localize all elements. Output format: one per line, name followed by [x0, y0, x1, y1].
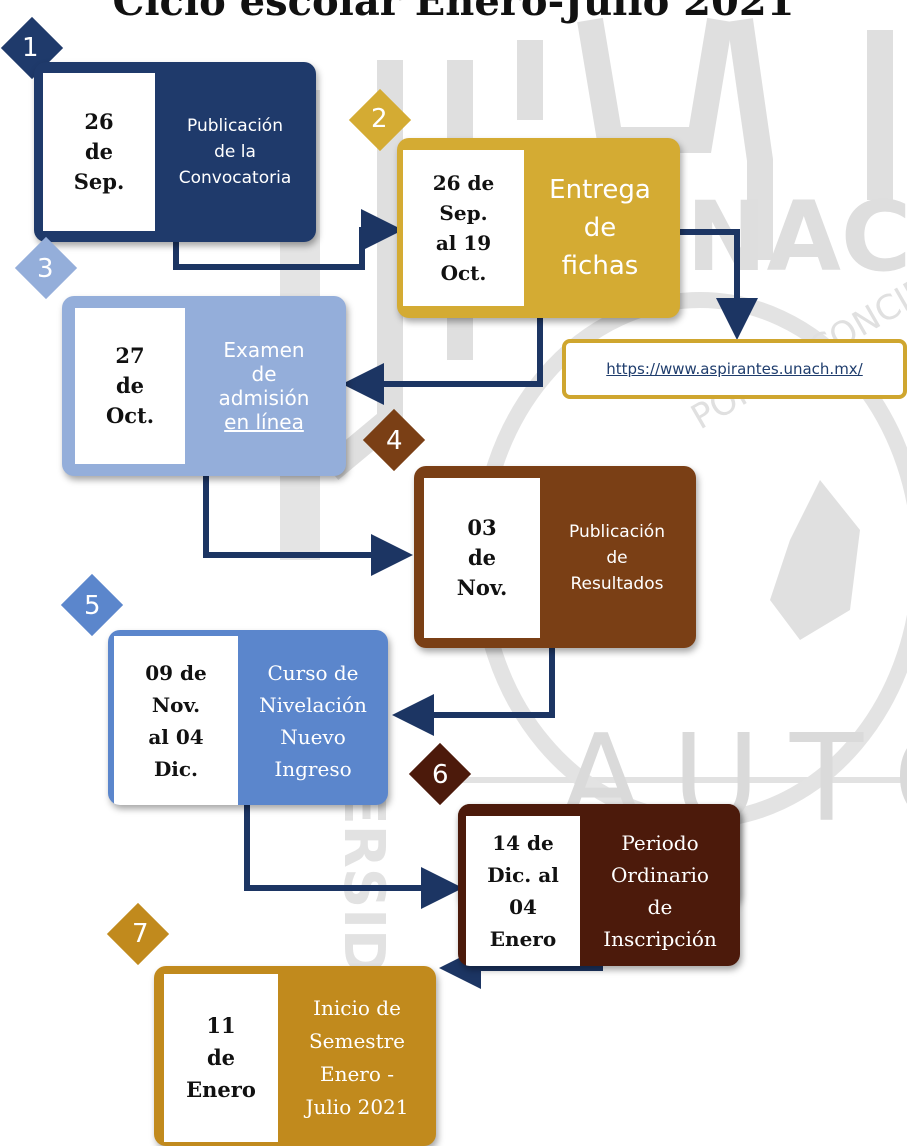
connector-4-5	[410, 648, 552, 715]
step-4-date: 03 de Nov.	[424, 478, 540, 638]
step-6-date: 14 de Dic. al 04 Enero	[466, 816, 580, 966]
step-2-number: 2	[371, 106, 388, 132]
step-5-label: Curso de Nivelación Nuevo Ingreso	[240, 636, 386, 805]
step-2-label: Entrega de fichas	[525, 150, 675, 306]
step-6-number: 6	[432, 762, 449, 788]
step-5-date: 09 de Nov. al 04 Dic.	[114, 636, 238, 805]
step-3-label-line: Examen	[223, 338, 304, 362]
step-2-date: 26 de Sep. al 19 Oct.	[403, 150, 524, 306]
step-4-card: 03 de Nov. Publicación de Resultados	[414, 466, 696, 648]
step-7-card: 11 de Enero Inicio de Semestre Enero - J…	[154, 966, 436, 1146]
connector-2-link	[680, 232, 737, 322]
step-2-card: 26 de Sep. al 19 Oct. Entrega de fichas	[397, 138, 680, 318]
step-1-card: 26 de Sep. Publicación de la Convocatori…	[34, 62, 316, 242]
step-5-number: 5	[84, 593, 101, 619]
step-1-label: Publicación de la Convocatoria	[158, 73, 312, 231]
connector-5-6	[247, 805, 445, 888]
step-3-label-line: de	[252, 362, 277, 386]
step-3-number: 3	[37, 256, 54, 282]
step-7-label: Inicio de Semestre Enero - Julio 2021	[282, 974, 432, 1142]
step-6-card: 14 de Dic. al 04 Enero Periodo Ordinario…	[458, 804, 740, 966]
connector-3-4	[206, 476, 395, 555]
step-3-label-line: admisión	[219, 386, 310, 410]
step-6-label: Periodo Ordinario de Inscripción	[584, 816, 736, 966]
connector-2-3	[360, 318, 540, 384]
aspirantes-link[interactable]: https://www.aspirantes.unach.mx/	[606, 360, 863, 378]
step-1-date: 26 de Sep.	[43, 73, 155, 231]
step-1-number: 1	[22, 35, 39, 61]
step-4-label: Publicación de Resultados	[542, 478, 692, 638]
step-4-number: 4	[386, 428, 403, 454]
step-3-label-line: en línea	[224, 410, 304, 434]
aspirantes-link-box: https://www.aspirantes.unach.mx/	[562, 339, 907, 399]
step-5-card: 09 de Nov. al 04 Dic. Curso de Nivelació…	[108, 630, 388, 805]
step-3-date: 27 de Oct.	[75, 308, 185, 464]
step-7-number: 7	[132, 921, 149, 947]
step-7-date: 11 de Enero	[164, 974, 278, 1142]
